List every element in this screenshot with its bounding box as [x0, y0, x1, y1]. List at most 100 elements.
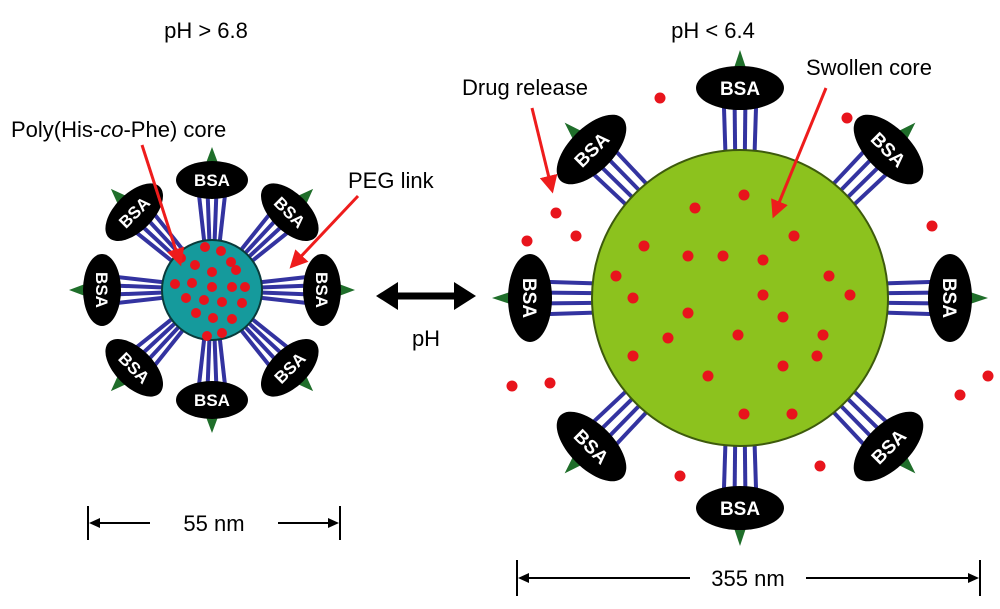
drug-particle — [181, 293, 191, 303]
bsa-ellipse — [853, 114, 924, 185]
ligand-spike — [898, 456, 916, 474]
bsa-protein: BSA — [928, 254, 988, 342]
bsa-ellipse — [260, 183, 319, 242]
bsa-ellipse — [105, 183, 164, 242]
drug-particle — [170, 279, 180, 289]
drug-particle — [682, 307, 694, 319]
drug-particle — [207, 282, 217, 292]
bsa-label: BSA — [194, 171, 230, 190]
ligand-spike — [110, 375, 127, 392]
drug-particle — [702, 370, 714, 382]
drug-particle — [207, 267, 217, 277]
ligand-spike — [898, 122, 916, 140]
drug-particle — [544, 377, 556, 389]
drug-particle — [777, 360, 789, 372]
drug-particles-right — [506, 92, 994, 482]
bsa-protein: BSA — [176, 147, 248, 199]
swollen-core — [591, 149, 889, 447]
bsa-ellipse — [853, 411, 924, 482]
bsa-protein: BSA — [105, 183, 164, 242]
bsa-label: BSA — [194, 391, 230, 410]
bsa-label: BSA — [720, 79, 760, 100]
bsa-ellipse — [556, 411, 627, 482]
ligand-spike — [339, 284, 355, 296]
drug-particle — [570, 230, 582, 242]
drug-particle — [738, 408, 750, 420]
drug-particle — [231, 265, 241, 275]
ligand-spike — [206, 417, 218, 433]
bsa-protein: BSA — [260, 338, 319, 397]
bsa-ellipse — [696, 486, 784, 530]
transition-label: pH — [412, 326, 440, 351]
bsa-label: BSA — [312, 272, 331, 308]
drug-particle — [521, 235, 533, 247]
ligand-spike — [564, 122, 582, 140]
drug-particle — [982, 370, 994, 382]
drug-release-label: Drug release — [462, 75, 588, 100]
left-condition-label: pH > 6.8 — [164, 18, 248, 43]
drug-particle — [638, 240, 650, 252]
drug-particle — [217, 328, 227, 338]
right-condition-label: pH < 6.4 — [671, 18, 755, 43]
drug-particle — [190, 260, 200, 270]
ligand-spike — [564, 456, 582, 474]
drug-particle — [817, 329, 829, 341]
bsa-protein: BSA — [303, 254, 355, 326]
bsa-ellipse — [176, 381, 248, 419]
bsa-protein: BSA — [492, 254, 552, 342]
ligand-spike — [970, 292, 988, 304]
bsa-protein: BSA — [69, 254, 121, 326]
bsa-label: BSA — [720, 499, 760, 520]
drug-particle — [217, 297, 227, 307]
bsa-ellipse — [303, 254, 341, 326]
drug-particle — [814, 460, 826, 472]
drug-particle — [654, 92, 666, 104]
drug-particle — [788, 230, 800, 242]
drug-particle — [550, 207, 562, 219]
drug-particle — [610, 270, 622, 282]
right-size-label: 355 nm — [711, 566, 784, 591]
ligand-spike — [69, 284, 85, 296]
bsa-ellipse — [176, 161, 248, 199]
bsa-ellipse — [260, 338, 319, 397]
core-label: Poly(His-co-Phe) core — [11, 117, 226, 142]
bsa-protein: BSA — [176, 381, 248, 433]
drug-particle — [823, 270, 835, 282]
bsa-ellipse — [928, 254, 972, 342]
bsa-ellipse — [83, 254, 121, 326]
ligand-spike — [492, 292, 510, 304]
drug-particle — [187, 278, 197, 288]
drug-particle — [682, 250, 694, 262]
drug-particle — [841, 112, 853, 124]
bsa-label: BSA — [92, 272, 111, 308]
left-size-label: 55 nm — [183, 511, 244, 536]
drug-particle — [738, 189, 750, 201]
drug-particle — [954, 389, 966, 401]
bsa-protein: BSA — [853, 114, 924, 185]
drug-particle — [844, 289, 856, 301]
drug-particle — [200, 242, 210, 252]
bsa-ellipse — [696, 66, 784, 110]
drug-particle — [732, 329, 744, 341]
bsa-protein: BSA — [696, 50, 784, 110]
peg-pointer-arrow — [289, 194, 360, 269]
drug-release-arrow — [530, 107, 558, 194]
drug-particle — [208, 313, 218, 323]
bsa-protein: BSA — [853, 411, 924, 482]
drug-particle — [811, 350, 823, 362]
ph-transition-arrow — [376, 282, 476, 310]
drug-particle — [757, 254, 769, 266]
drug-particle — [689, 202, 701, 214]
right-size-scale: 355 nm — [516, 560, 981, 596]
bsa-ellipse — [508, 254, 552, 342]
drug-particle — [662, 332, 674, 344]
drug-particle — [627, 350, 639, 362]
drug-particle — [777, 311, 789, 323]
bsa-protein: BSA — [105, 338, 164, 397]
drug-particle — [199, 295, 209, 305]
bsa-ellipse — [556, 114, 627, 185]
